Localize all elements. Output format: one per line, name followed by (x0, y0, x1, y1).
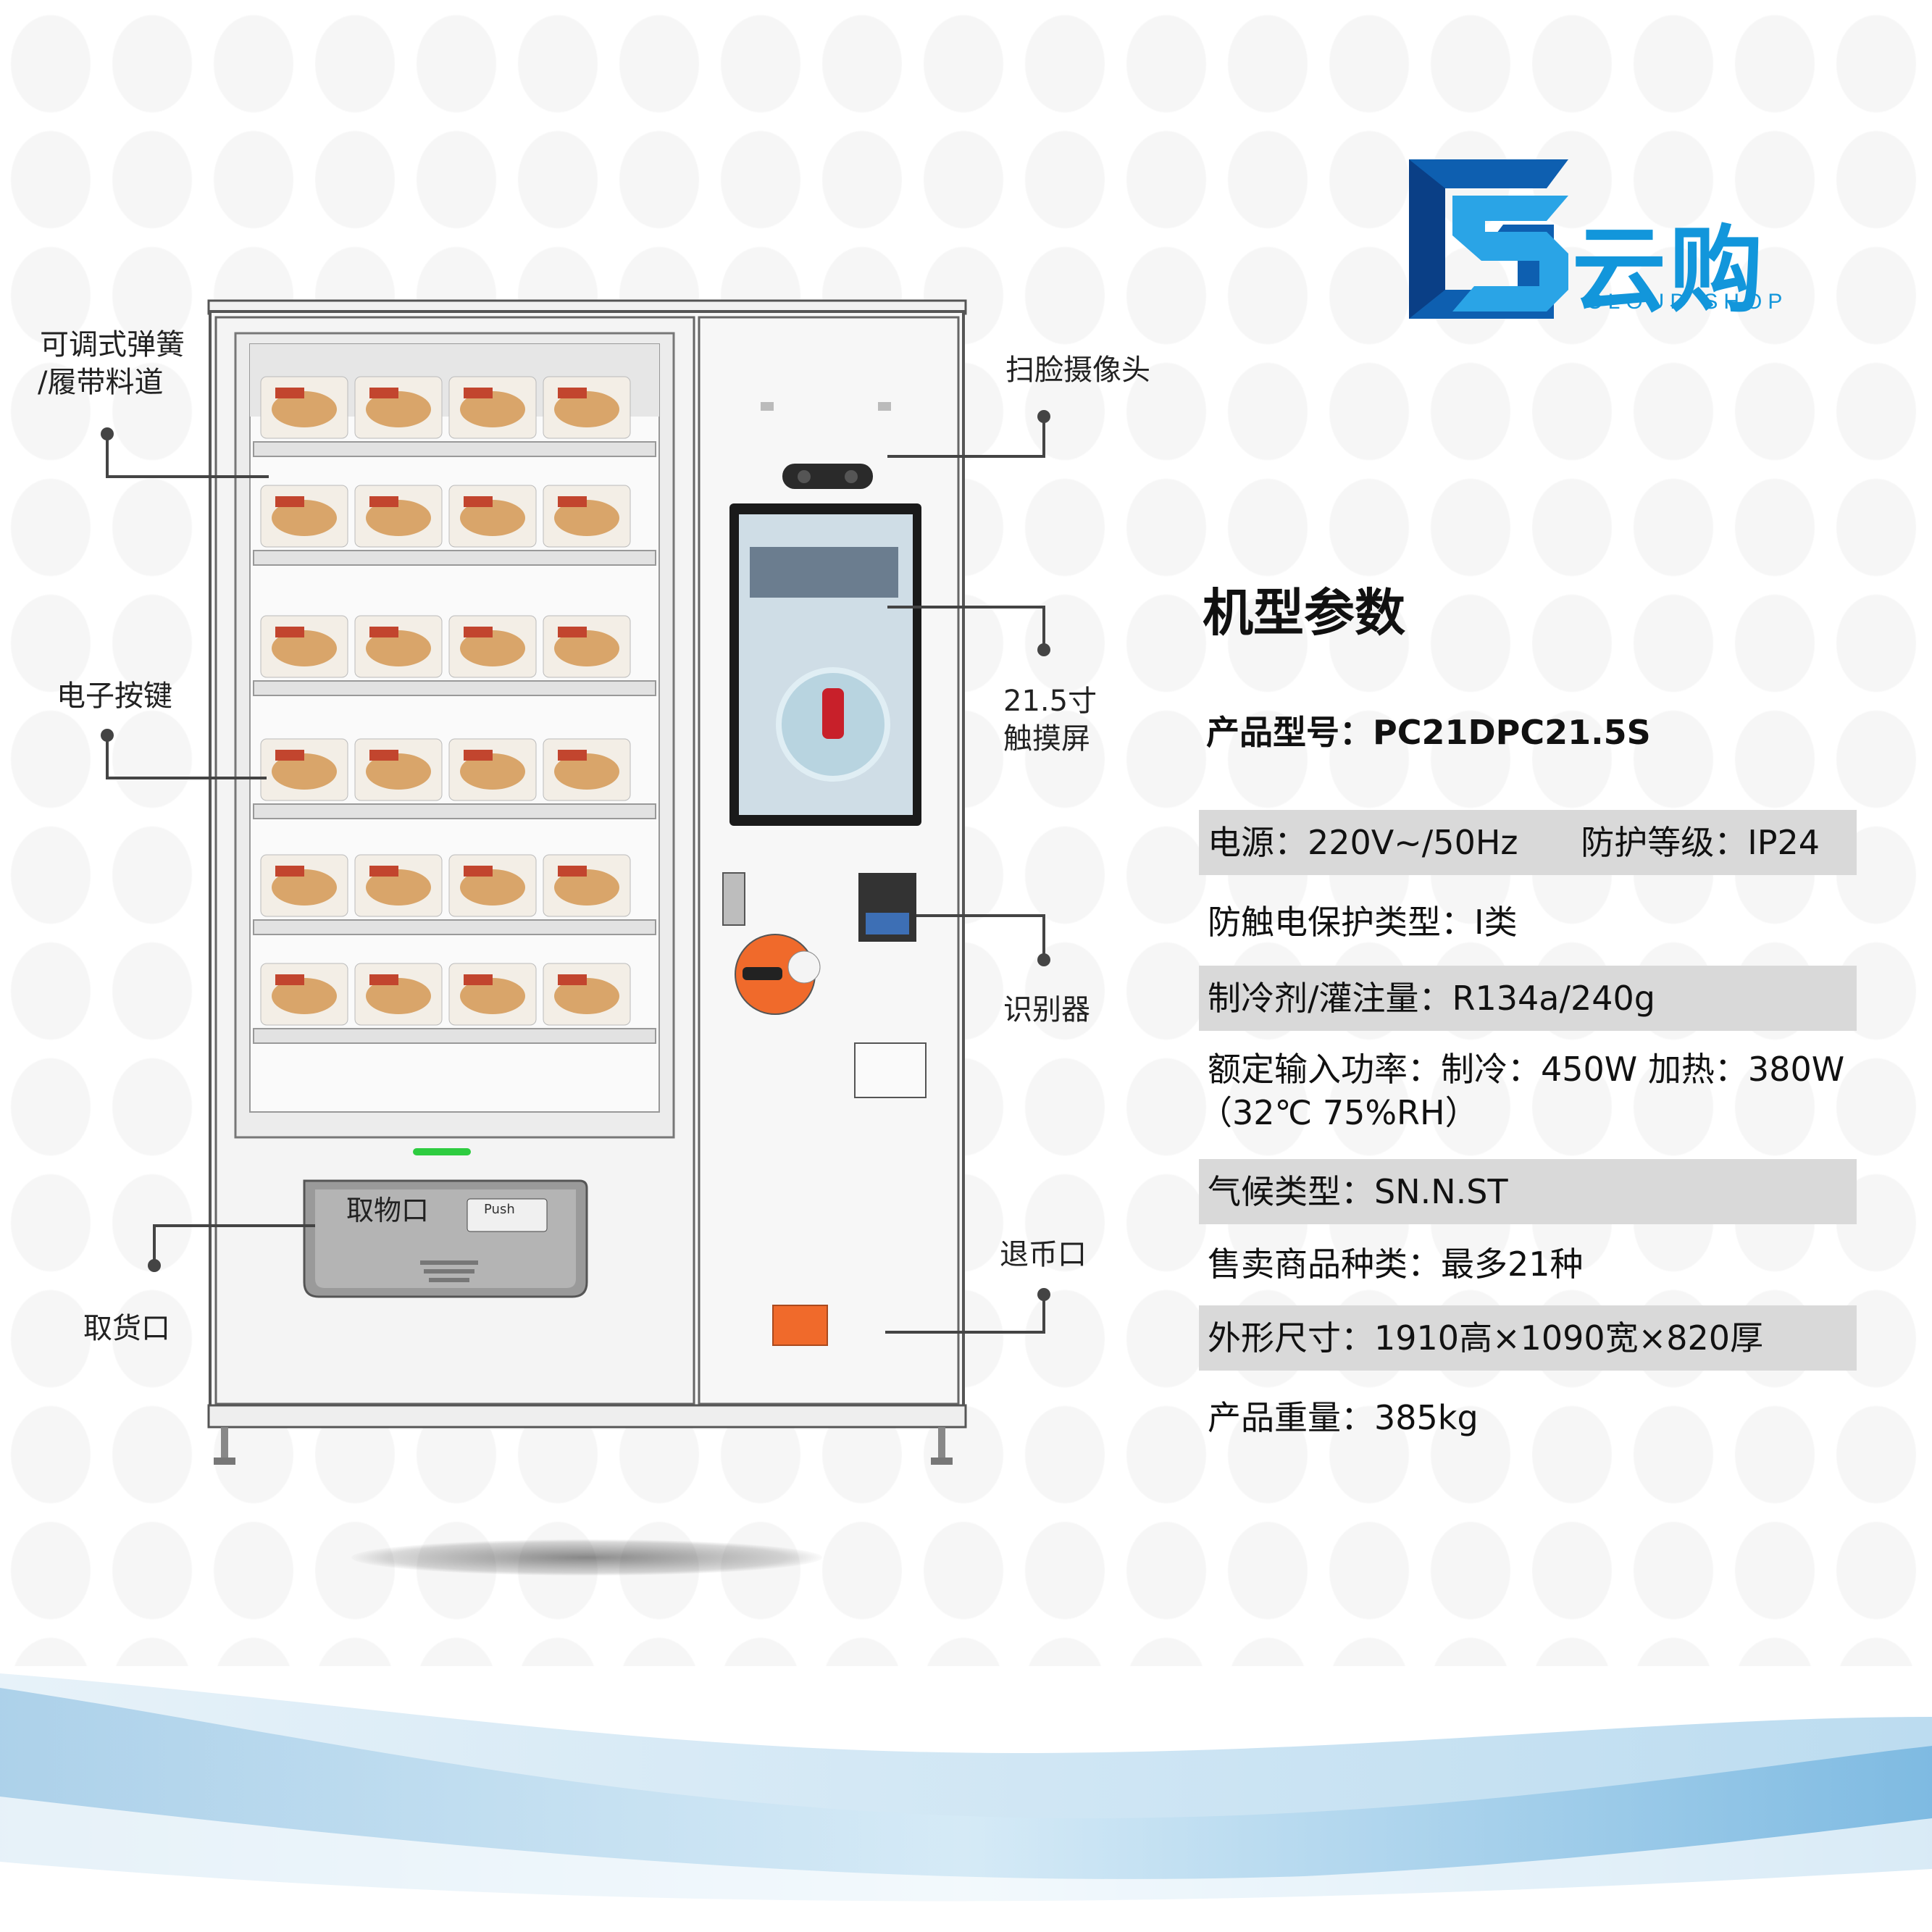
spec-row-shock-protection: 防触电保护类型：I类 (1199, 890, 1857, 955)
callout-line (887, 606, 1045, 609)
callout-line (153, 1224, 156, 1263)
callout-line (106, 735, 109, 779)
callout-recognizer: 识别器 (1003, 993, 1090, 1026)
callout-face-camera: 扫脸摄像头 (1005, 354, 1150, 387)
brand-name-cn: 云购 (1572, 215, 1767, 325)
spec-protection-level: 防护等级：IP24 (1581, 823, 1820, 862)
spec-title: 机型参数 (1203, 583, 1405, 643)
decorative-wave (0, 1673, 1932, 1932)
vending-machine-illustration (207, 299, 967, 1465)
callout-line (1042, 1294, 1045, 1334)
callout-pickup-port: 取货口 (83, 1312, 170, 1345)
spec-row-climate: 气候类型：SN.N.ST (1199, 1159, 1857, 1224)
spec-row-input-power: 额定输入功率：制冷：450W 加热：380W （32℃ 75%RH） (1199, 1043, 1857, 1137)
callout-touchscreen-line2: 触摸屏 (1003, 722, 1090, 756)
spec-row-weight: 产品重量：385kg (1199, 1385, 1857, 1450)
callout-line (153, 1224, 315, 1227)
spec-refrigerant: 制冷剂/灌注量：R134a/240g (1208, 979, 1655, 1018)
callout-spring-lane-line1: 可调式弹簧 (40, 328, 185, 361)
callout-line (106, 433, 109, 478)
spec-row-product-types: 售卖商品种类：最多21种 (1199, 1231, 1857, 1297)
callout-line (887, 455, 1045, 458)
callout-line (916, 914, 1045, 917)
spec-row-dimensions: 外形尺寸：1910高×1090宽×820厚 (1199, 1305, 1857, 1371)
callout-electronic-keys: 电子按键 (57, 679, 172, 713)
callout-line (1042, 606, 1045, 649)
callout-dot (148, 1259, 161, 1272)
spec-row-refrigerant: 制冷剂/灌注量：R134a/240g (1199, 966, 1857, 1031)
callout-touchscreen-line1: 21.5寸 (1003, 685, 1097, 718)
spec-climate: 气候类型：SN.N.ST (1208, 1172, 1508, 1211)
brand-name-en: CLOUD SHOP (1586, 290, 1789, 314)
spec-shock-protection: 防触电保护类型：I类 (1208, 903, 1518, 942)
spec-model: 产品型号：PC21DPC21.5S (1206, 713, 1651, 752)
callout-coin-return: 退币口 (1000, 1238, 1087, 1271)
callout-dot (1037, 953, 1050, 966)
spec-input-power-condition: （32℃ 75%RH） (1199, 1093, 1479, 1132)
spec-power: 电源：220V~/50Hz (1208, 823, 1518, 862)
pickup-slot-label: 取物口 (346, 1195, 430, 1226)
spec-weight: 产品重量：385kg (1208, 1398, 1479, 1437)
callout-line (1042, 416, 1045, 458)
callout-line (885, 1331, 1045, 1334)
brand-logo-icon (1409, 159, 1568, 319)
product-shelves (253, 376, 656, 1044)
push-label: Push (484, 1202, 515, 1217)
spec-input-power: 额定输入功率：制冷：450W 加热：380W (1208, 1050, 1845, 1089)
callout-dot (1037, 643, 1050, 656)
callout-spring-lane-line2: /履带料道 (38, 366, 164, 399)
callout-line (106, 475, 269, 478)
spec-product-types: 售卖商品种类：最多21种 (1208, 1245, 1584, 1284)
callout-line (1042, 914, 1045, 959)
callout-line (106, 777, 267, 779)
spec-dimensions: 外形尺寸：1910高×1090宽×820厚 (1208, 1318, 1764, 1358)
machine-shadow (351, 1539, 822, 1576)
spec-row-power: 电源：220V~/50Hz 防护等级：IP24 (1199, 810, 1857, 875)
